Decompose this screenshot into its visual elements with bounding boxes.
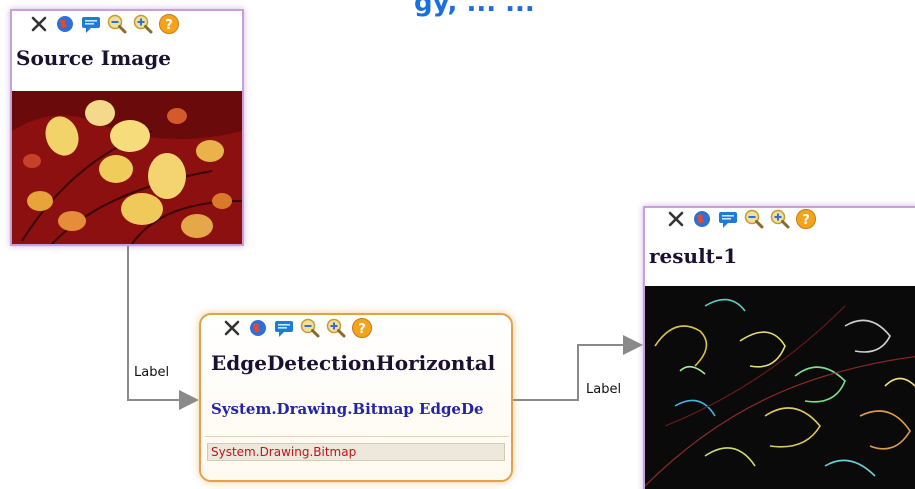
node-title: result-1 — [649, 244, 738, 268]
connector-label[interactable]: Label — [134, 365, 170, 380]
output-type-field[interactable]: System.Drawing.Bitmap — [207, 443, 505, 461]
result-image-preview — [645, 286, 915, 489]
node-title: Source Image — [16, 46, 171, 70]
connector-source-to-edge — [127, 246, 199, 410]
divider — [205, 436, 509, 437]
svg-text:?: ? — [358, 322, 366, 337]
comment-icon[interactable] — [80, 13, 102, 35]
comment-icon[interactable] — [273, 317, 295, 339]
globe-icon[interactable] — [691, 208, 713, 230]
edge-detection-node[interactable]: ? EdgeDetectionHorizontal System.Drawing… — [199, 313, 513, 482]
comment-icon[interactable] — [717, 208, 739, 230]
zoom-out-icon[interactable] — [106, 13, 128, 35]
source-image-preview — [12, 91, 242, 244]
connector-label[interactable]: Label — [586, 382, 622, 397]
help-icon[interactable]: ? — [795, 208, 817, 230]
node-toolbar: ? — [665, 208, 821, 230]
method-signature[interactable]: System.Drawing.Bitmap EdgeDe — [211, 400, 484, 418]
zoom-out-icon[interactable] — [299, 317, 321, 339]
node-toolbar: ? — [221, 317, 377, 339]
zoom-in-icon[interactable] — [132, 13, 154, 35]
help-icon[interactable]: ? — [351, 317, 373, 339]
zoom-in-icon[interactable] — [769, 208, 791, 230]
zoom-in-icon[interactable] — [325, 317, 347, 339]
help-icon[interactable]: ? — [158, 13, 180, 35]
connector-edge-to-result — [513, 335, 643, 401]
source-image-node[interactable]: ? Source Image — [10, 9, 244, 246]
globe-icon[interactable] — [54, 13, 76, 35]
svg-text:?: ? — [165, 18, 173, 33]
svg-text:?: ? — [802, 213, 810, 228]
page-header-partial: gy, ... ... — [414, 0, 535, 18]
close-icon[interactable] — [665, 208, 687, 230]
node-toolbar: ? — [28, 13, 184, 35]
globe-icon[interactable] — [247, 317, 269, 339]
close-icon[interactable] — [28, 13, 50, 35]
node-title: EdgeDetectionHorizontal — [211, 351, 496, 375]
zoom-out-icon[interactable] — [743, 208, 765, 230]
result-node[interactable]: ? result-1 — [643, 206, 915, 489]
close-icon[interactable] — [221, 317, 243, 339]
